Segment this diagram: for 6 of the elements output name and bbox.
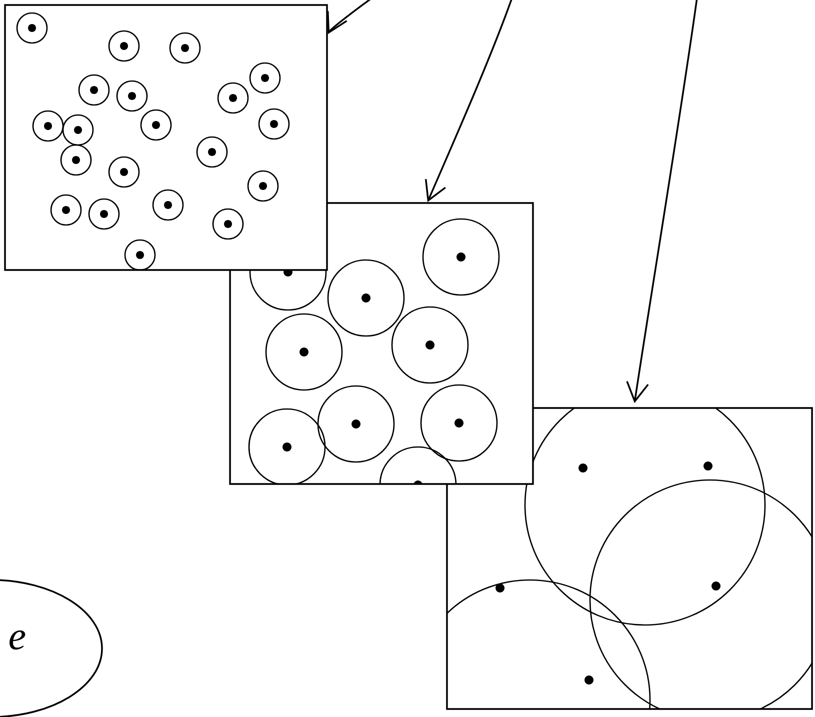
cells-drawing bbox=[446, 407, 813, 710]
arrow bbox=[424, 0, 513, 202]
arrow bbox=[326, 0, 373, 34]
cells-drawing bbox=[229, 202, 534, 485]
cells-drawing bbox=[4, 4, 328, 271]
arrow bbox=[626, 0, 698, 404]
